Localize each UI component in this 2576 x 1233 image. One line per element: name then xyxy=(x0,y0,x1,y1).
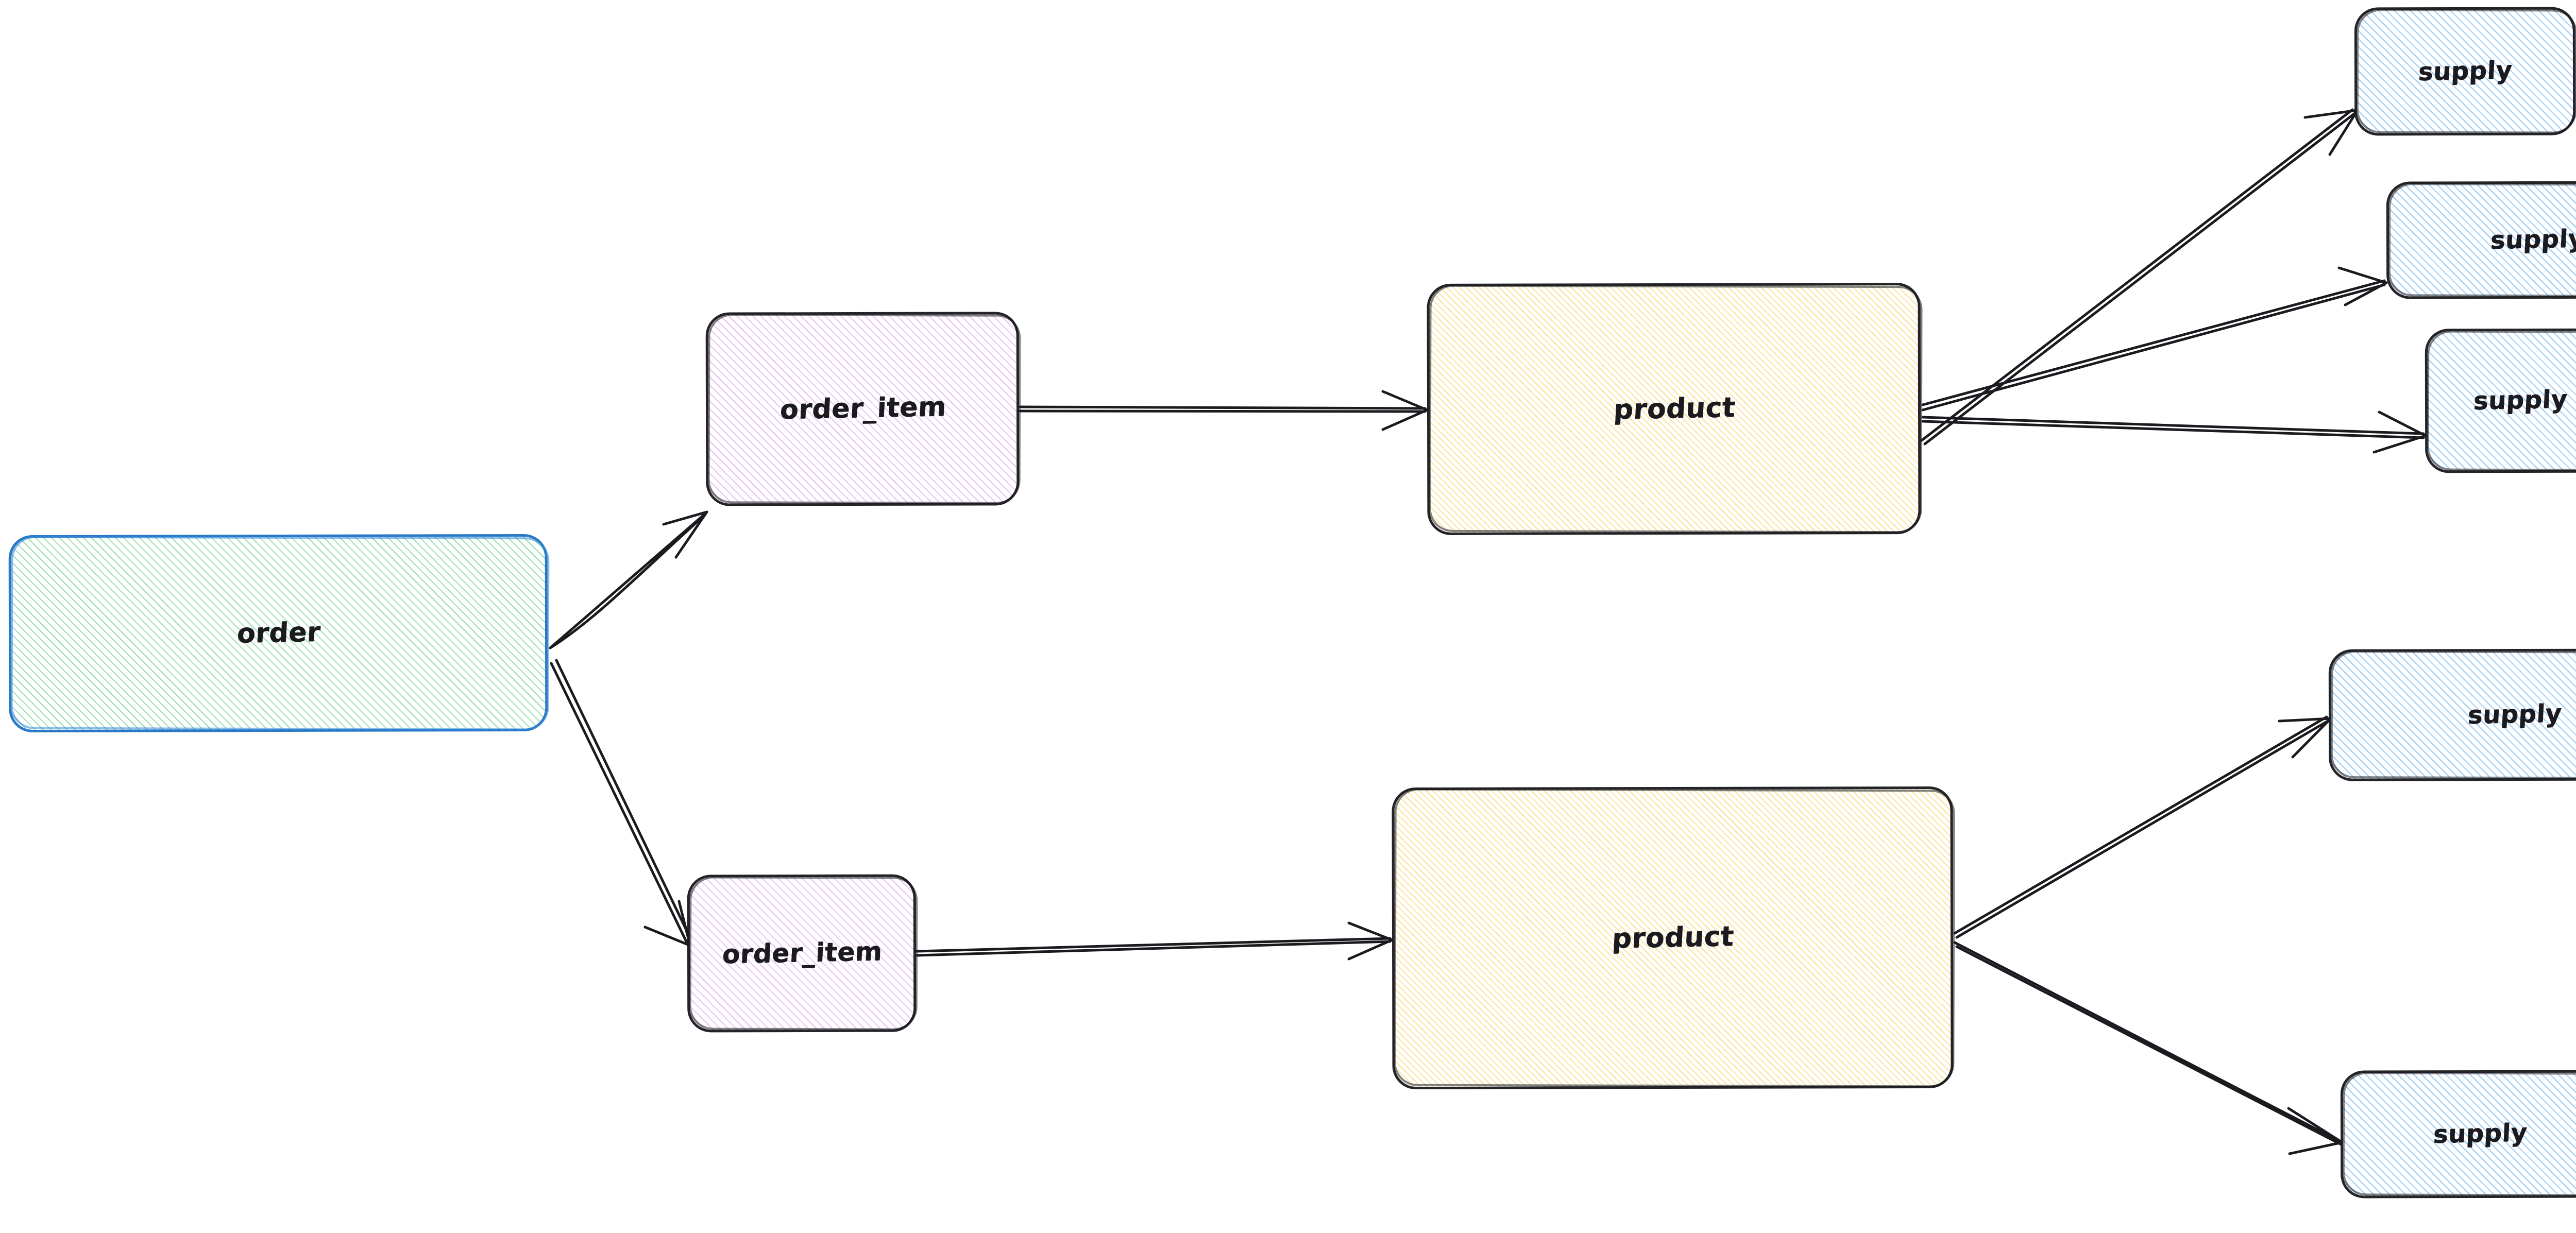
node-product_1[interactable]: product xyxy=(1429,284,1920,533)
edge-product_2-to-supply_4 xyxy=(1953,715,2332,939)
edge-order_item_1-to-product_1 xyxy=(1019,390,1429,431)
node-label: order_item xyxy=(721,936,883,970)
edge-order-to-order_item_2 xyxy=(550,659,693,948)
node-label: supply xyxy=(2417,55,2513,87)
node-label: supply xyxy=(2472,385,2568,416)
edge-product_1-to-supply_3 xyxy=(1921,410,2427,454)
edge-product_1-to-supply_1 xyxy=(1920,108,2359,446)
node-order_item_1[interactable]: order_item xyxy=(707,313,1019,504)
node-label: supply xyxy=(2432,1118,2528,1149)
node-label: product xyxy=(1613,391,1736,425)
node-label: order xyxy=(236,616,321,649)
edge-order_item_2-to-product_2 xyxy=(916,921,1394,961)
node-label: product xyxy=(1611,920,1735,954)
edge-order-to-order_item_1 xyxy=(549,510,708,649)
node-supply_5[interactable]: supply xyxy=(2342,1071,2576,1196)
node-label: supply xyxy=(2467,699,2563,730)
edge-product_2-to-supply_5 xyxy=(1953,941,2344,1155)
edge-product_1-to-supply_2 xyxy=(1921,266,2388,412)
node-label: supply xyxy=(2489,224,2576,255)
node-supply_1[interactable]: supply xyxy=(2356,8,2575,133)
node-product_2[interactable]: product xyxy=(1394,788,1953,1087)
node-order[interactable]: order xyxy=(10,536,547,730)
node-label: order_item xyxy=(779,391,947,426)
node-supply_3[interactable]: supply xyxy=(2427,330,2576,471)
node-supply_2[interactable]: supply xyxy=(2388,182,2576,297)
node-supply_4[interactable]: supply xyxy=(2330,650,2576,779)
node-order_item_2[interactable]: order_item xyxy=(689,876,916,1030)
